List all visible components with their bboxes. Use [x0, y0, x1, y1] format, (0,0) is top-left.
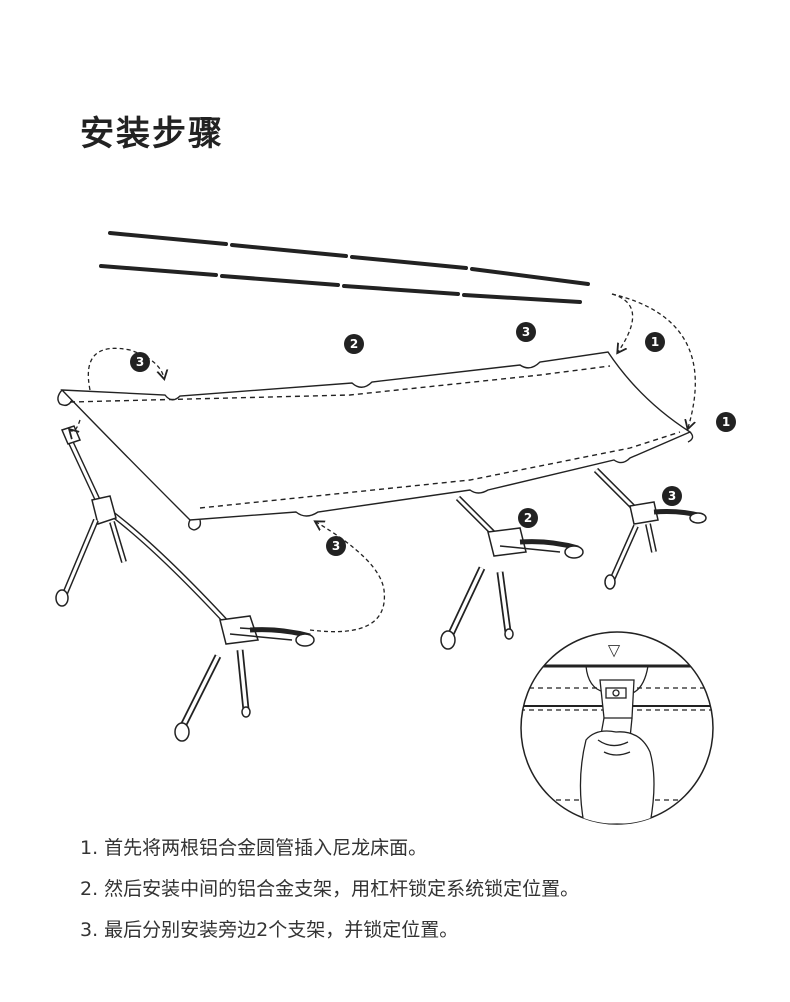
instruction-steps: 1. 首先将两根铝合金圆管插入尼龙床面。 2. 然后安装中间的铝合金支架，用杠杆…	[80, 836, 760, 959]
callout-badge-3-bed: 3	[516, 322, 536, 342]
circled-number-icon	[516, 322, 536, 342]
svg-text:2: 2	[350, 337, 358, 351]
assembly-illustration: 1 1 2 2 3 3 3 3	[55, 231, 736, 825]
leg-frames	[55, 425, 707, 742]
nylon-bed-surface	[57, 351, 694, 531]
circled-number-icon	[344, 334, 364, 354]
circled-number-icon	[645, 332, 665, 352]
callout-badge-3-bottom: 3	[326, 536, 346, 556]
circled-number-icon	[326, 536, 346, 556]
svg-text:3: 3	[668, 489, 676, 503]
instruction-step-3: 3. 最后分别安装旁边2个支架，并锁定位置。	[80, 919, 459, 941]
svg-text:2: 2	[524, 511, 532, 525]
lever-lock-detail-icon: ▽	[520, 631, 714, 825]
svg-text:1: 1	[722, 415, 730, 429]
callout-badge-2-frame: 2	[518, 508, 538, 528]
aluminium-poles	[99, 231, 590, 304]
circled-number-icon	[130, 352, 150, 372]
svg-text:▽: ▽	[608, 641, 621, 660]
circled-number-icon	[662, 486, 682, 506]
callout-badge-1-top: 1	[645, 332, 665, 352]
circled-number-icon	[716, 412, 736, 432]
guide-arrows	[70, 293, 696, 633]
circled-number-icon	[518, 508, 538, 528]
instruction-step-2: 2. 然后安装中间的铝合金支架，用杠杆锁定系统锁定位置。	[80, 878, 580, 900]
callout-badge-1-right: 1	[716, 412, 736, 432]
instruction-step-1: 1. 首先将两根铝合金圆管插入尼龙床面。	[80, 837, 428, 859]
callout-badge-3-left: 3	[130, 352, 150, 372]
page-title: 安装步骤	[80, 114, 224, 154]
svg-text:1: 1	[651, 335, 659, 349]
svg-text:3: 3	[136, 355, 144, 369]
callout-badge-3-right: 3	[662, 486, 682, 506]
callout-badge-2-bed: 2	[344, 334, 364, 354]
svg-text:3: 3	[522, 325, 530, 339]
svg-text:3: 3	[332, 539, 340, 553]
